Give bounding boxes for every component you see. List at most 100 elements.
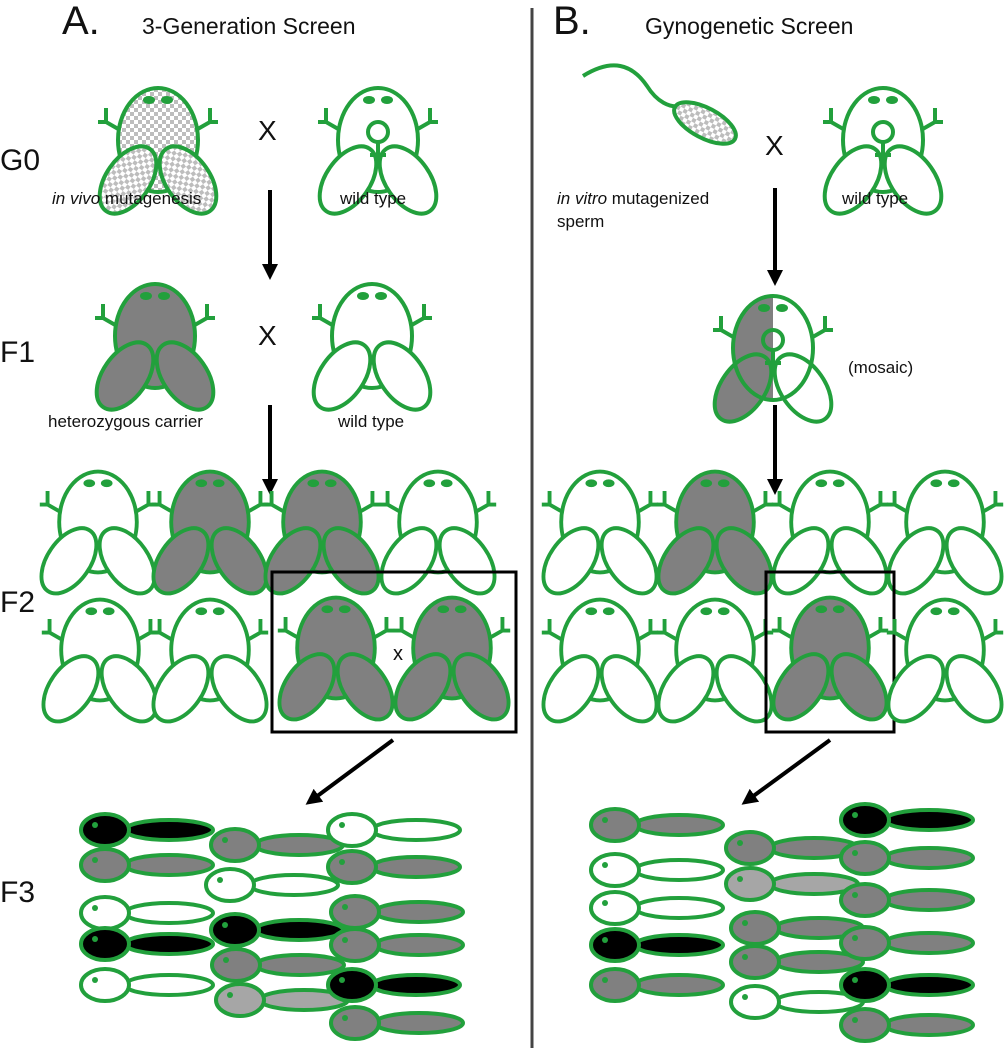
frog-leg [97, 144, 159, 216]
frog-eye [717, 479, 730, 488]
frog-eye [357, 292, 369, 300]
frog-eye [585, 479, 598, 488]
tadpole-icon [329, 927, 465, 963]
frog-arm [371, 616, 395, 640]
frog-arm [541, 618, 565, 642]
f1-right-caption: wild type [337, 412, 404, 431]
frog-eye [602, 479, 615, 488]
frog-eye [140, 292, 152, 300]
frog-arm [886, 490, 910, 514]
tadpole-icon [589, 807, 725, 843]
tadpole-tail [633, 896, 725, 920]
tadpole-eye [339, 822, 345, 828]
frog-eye [381, 96, 393, 104]
frog-arm [245, 490, 269, 514]
frog-eye [161, 96, 173, 104]
f1-caption-b: (mosaic) [848, 358, 913, 377]
frog-eye [758, 304, 770, 312]
frog-arm [409, 304, 432, 328]
tadpole-head [839, 1007, 891, 1043]
tadpole-icon [204, 867, 340, 903]
frog-leg [99, 654, 159, 724]
frog-eye [212, 479, 225, 488]
frog-arm [713, 316, 736, 340]
tadpole-tail [123, 901, 215, 925]
tadpole-head [79, 967, 131, 1003]
frog-leg [829, 652, 889, 722]
frog-icon [263, 469, 381, 596]
tadpole-head [326, 812, 378, 848]
arrow-diagonal-icon [305, 738, 395, 805]
tadpole-eye [737, 876, 743, 882]
tadpole-head [209, 912, 261, 948]
frog-eye [143, 96, 155, 104]
tadpole-tail [883, 973, 975, 997]
tadpole-head [210, 947, 262, 983]
frog-eye [947, 607, 960, 616]
frog-icon [771, 595, 889, 722]
frog-arm [473, 490, 497, 514]
frog-arm [39, 490, 63, 514]
cross-symbol: X [258, 115, 277, 146]
tadpole-head [214, 982, 266, 1018]
panel-a-title: 3-Generation Screen [142, 13, 356, 39]
tadpole-head [724, 830, 776, 866]
sperm-tail [581, 63, 681, 109]
tadpole-icon [839, 840, 975, 876]
tadpole-eye [602, 937, 608, 943]
frog-icon [712, 294, 834, 424]
tadpole-icon [839, 967, 975, 1003]
tadpole-eye [222, 922, 228, 928]
tadpole-head [329, 894, 381, 930]
f1-left-caption: heterozygous carrier [48, 412, 203, 431]
tadpole-head [724, 866, 776, 902]
female-symbol-icon [761, 328, 785, 372]
frog-arm [810, 316, 833, 340]
tadpole-tail [370, 973, 462, 997]
frog-leg [371, 340, 433, 412]
frog-arm [865, 490, 889, 514]
tadpole-icon [589, 890, 725, 926]
tadpole-head [729, 910, 781, 946]
tadpole-head [839, 925, 891, 961]
tadpole-eye [737, 840, 743, 846]
f3-tadpole-group-a [79, 812, 465, 1041]
frog-leg [209, 526, 269, 596]
panel-b-title: Gynogenetic Screen [645, 13, 853, 39]
frog-eye [717, 607, 730, 616]
tadpole-head [326, 967, 378, 1003]
tadpole-head [329, 1005, 381, 1041]
tadpole-tail [633, 973, 725, 997]
tadpole-tail [123, 853, 215, 877]
frog-arm [656, 618, 680, 642]
tadpole-icon [839, 802, 975, 838]
sperm-icon [581, 63, 738, 146]
tadpole-icon [724, 830, 860, 866]
tadpole-tail [633, 813, 725, 837]
frog-eye [102, 607, 115, 616]
frog-eye [83, 479, 96, 488]
tadpole-head [589, 807, 641, 843]
frog-eye [776, 304, 788, 312]
frog-eye [307, 479, 320, 488]
tadpole-icon [839, 1007, 975, 1043]
tadpole-eye [92, 905, 98, 911]
tadpole-head [729, 944, 781, 980]
tadpole-head [326, 849, 378, 885]
tadpole-icon [729, 944, 865, 980]
tadpole-head [79, 847, 131, 883]
frog-arm [192, 304, 215, 328]
tadpole-head [79, 926, 131, 962]
frog-eye [602, 607, 615, 616]
tadpole-eye [222, 837, 228, 843]
cross-symbol: x [393, 643, 403, 665]
frog-eye [930, 479, 943, 488]
tadpole-tail [373, 1011, 465, 1035]
tadpole-eye [742, 994, 748, 1000]
g0-left-caption-b: in vitro mutagenized [557, 189, 709, 208]
tadpole-icon [326, 812, 462, 848]
frog-arm [415, 108, 438, 132]
g0-left-caption-b-line2: sperm [557, 212, 604, 231]
frog-eye [930, 607, 943, 616]
frog-eye [886, 96, 898, 104]
